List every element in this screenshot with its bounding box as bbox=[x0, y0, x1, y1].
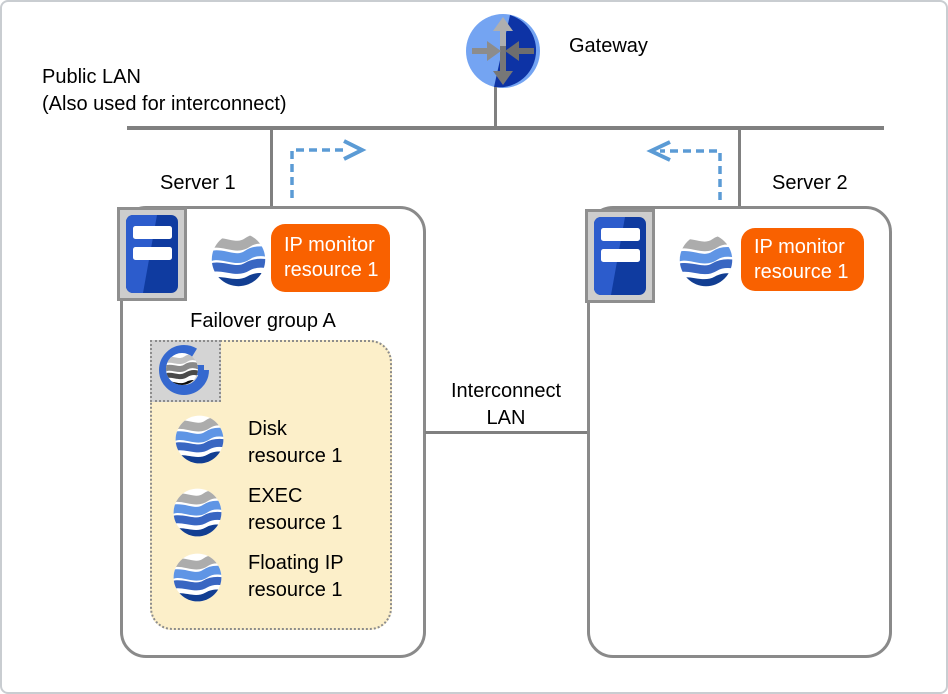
exec-resource-icon bbox=[172, 487, 223, 538]
public-lan-line1: Public LAN bbox=[42, 66, 141, 88]
server1-monitor-resource-icon bbox=[210, 231, 267, 288]
badge-line2: resource 1 bbox=[284, 259, 379, 281]
badge-line2: resource 1 bbox=[754, 261, 849, 283]
server2-tower-icon bbox=[585, 209, 655, 303]
monitor-arrow-right-icon bbox=[290, 139, 367, 198]
public-lan-label: Public LAN (Also used for interconnect) bbox=[42, 64, 287, 118]
disk-resource-label: Disk resource 1 bbox=[248, 416, 343, 470]
resource-line2: resource 1 bbox=[248, 512, 343, 534]
server2-ip-monitor-badge: IP monitor resource 1 bbox=[741, 228, 864, 291]
gateway-label: Gateway bbox=[569, 35, 648, 57]
server2-lan-drop-line bbox=[738, 130, 741, 206]
server2-monitor-resource-icon bbox=[678, 232, 734, 288]
resource-line2: resource 1 bbox=[248, 445, 343, 467]
disk-resource-icon bbox=[174, 414, 225, 465]
resource-line2: resource 1 bbox=[248, 579, 343, 601]
exec-resource-label: EXEC resource 1 bbox=[248, 483, 343, 537]
public-lan-line2: (Also used for interconnect) bbox=[42, 93, 287, 115]
floating-ip-resource-label: Floating IP resource 1 bbox=[248, 550, 344, 604]
failover-group-g-icon bbox=[159, 345, 209, 395]
server1-lan-drop-line bbox=[270, 130, 273, 206]
failover-group-icon-square bbox=[150, 340, 221, 402]
public-lan-line bbox=[127, 126, 884, 130]
resource-line1: Disk bbox=[248, 418, 287, 440]
server1-tower-icon bbox=[117, 207, 187, 301]
server1-ip-monitor-badge: IP monitor resource 1 bbox=[271, 224, 390, 292]
interconnect-line1: Interconnect bbox=[450, 380, 562, 402]
gateway-router-icon bbox=[466, 14, 540, 88]
monitor-arrow-left-icon bbox=[646, 140, 722, 200]
interconnect-lan-label: Interconnect LAN bbox=[425, 378, 587, 432]
interconnect-line2: LAN bbox=[486, 407, 526, 429]
server2-label: Server 2 bbox=[772, 172, 848, 194]
badge-line1: IP monitor bbox=[284, 234, 375, 256]
interconnect-lan-line bbox=[425, 431, 587, 434]
badge-line1: IP monitor bbox=[754, 236, 845, 258]
resource-line1: EXEC bbox=[248, 485, 303, 507]
server1-label: Server 1 bbox=[160, 172, 236, 194]
failover-group-title: Failover group A bbox=[190, 310, 336, 332]
gateway-connector-line bbox=[494, 87, 497, 129]
resource-line1: Floating IP bbox=[248, 552, 344, 574]
floating-ip-resource-icon bbox=[172, 552, 223, 603]
